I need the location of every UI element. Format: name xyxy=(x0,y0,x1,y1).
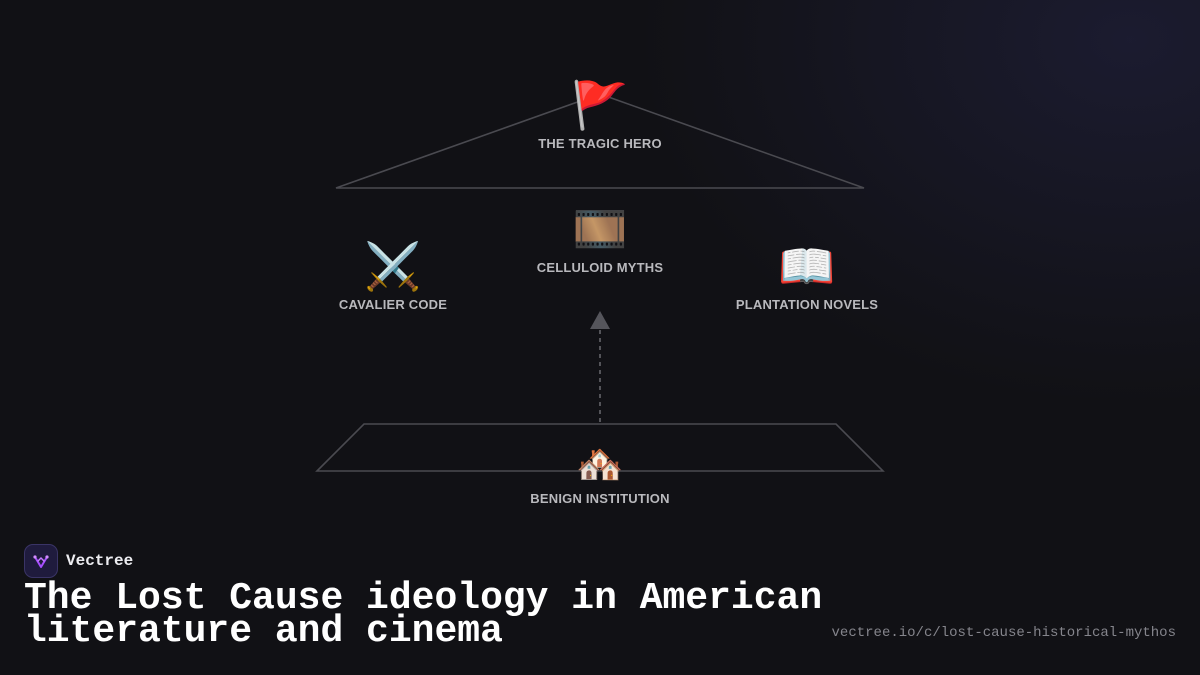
node-celluloid-myths: 🎞️ CELLULOID MYTHS xyxy=(536,204,664,276)
brand-name: Vectree xyxy=(66,552,134,570)
node-tragic-hero: 🚩 THE TRAGIC HERO xyxy=(538,82,662,151)
top-triangle xyxy=(335,93,865,189)
node-label: THE TRAGIC HERO xyxy=(538,136,662,151)
node-label: CELLULOID MYTHS xyxy=(536,260,664,275)
node-plantation-novels: 📖 PLANTATION NOVELS xyxy=(736,243,878,312)
vectree-logo-icon xyxy=(24,544,58,578)
base-trapezoid xyxy=(315,423,885,472)
node-label: CAVALIER CODE xyxy=(338,297,448,312)
node-cavalier-code: ⚔️ CAVALIER CODE xyxy=(339,243,447,312)
upward-arrow-head xyxy=(590,311,610,329)
crossed-swords-icon: ⚔️ xyxy=(364,239,422,293)
open-book-icon: 📖 xyxy=(778,239,836,293)
source-url[interactable]: vectree.io/c/lost-cause-historical-mytho… xyxy=(831,625,1176,641)
page-title: The Lost Cause ideology in American lite… xyxy=(24,577,823,653)
red-flag-icon: 🚩 xyxy=(571,78,629,132)
brand[interactable]: Vectree xyxy=(24,544,133,578)
node-label: BENIGN INSTITUTION xyxy=(530,491,670,506)
node-benign-institution: 🏘️ BENIGN INSTITUTION xyxy=(530,445,669,506)
node-label: PLANTATION NOVELS xyxy=(735,297,879,312)
houses-icon: 🏘️ xyxy=(576,442,624,486)
film-frames-icon: 🎞️ xyxy=(572,204,628,255)
